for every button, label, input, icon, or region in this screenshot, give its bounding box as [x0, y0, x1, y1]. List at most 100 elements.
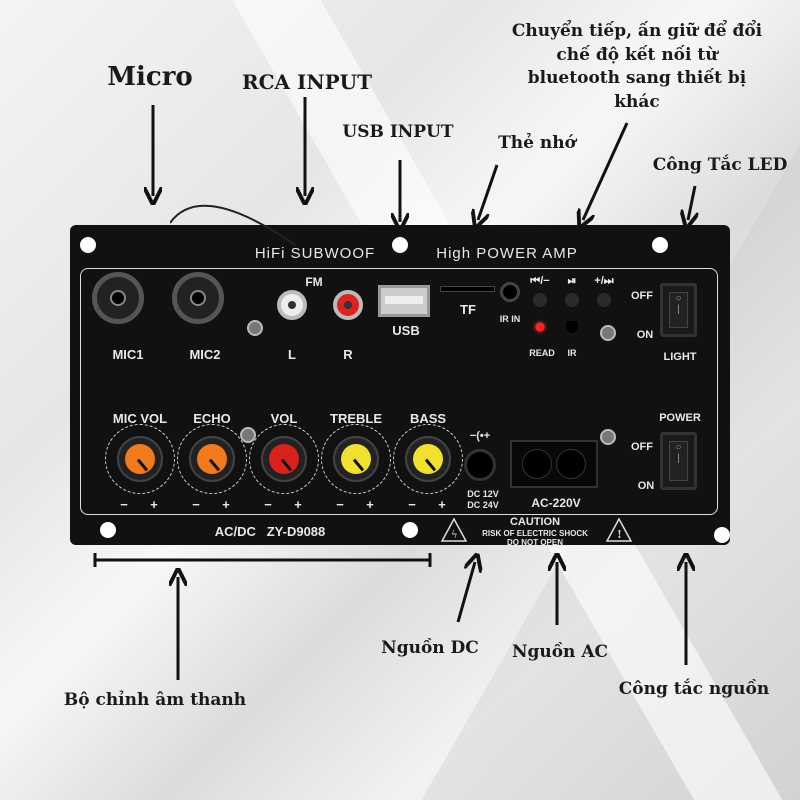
ir-receiver [566, 321, 578, 333]
rca-right-jack[interactable] [333, 290, 363, 320]
amplifier-board: HiFi SUBWOOF High POWER AMP MIC1 MIC2 FM… [70, 204, 730, 547]
screw-icon [600, 325, 616, 341]
label-rca-input: RCA INPUT [241, 70, 373, 94]
label-power-switch: Công tắc nguồn [618, 679, 770, 699]
minus-label: − [120, 497, 128, 512]
next-label: +/⏭ [594, 275, 614, 287]
label-forward: Chuyển tiếp, ấn giữ để đổi chế độ kết nố… [512, 20, 762, 114]
tf-slot[interactable] [440, 286, 495, 292]
knob-label: VOL [270, 411, 298, 426]
forward-line: khác [614, 91, 660, 112]
warning-icon: ! [605, 517, 633, 542]
plus-label: + [366, 497, 374, 512]
mic1-jack[interactable] [92, 272, 144, 324]
mount-hole [652, 237, 668, 253]
plus-label: + [222, 497, 230, 512]
mount-hole [80, 237, 96, 253]
mount-hole [714, 527, 730, 543]
label-equalizer: Bộ chỉnh âm thanh [63, 690, 247, 710]
knob-mic-vol[interactable] [117, 436, 163, 482]
dc24-label: DC 24V [467, 500, 499, 510]
mic2-jack[interactable] [172, 272, 224, 324]
inner-border [80, 268, 718, 515]
knob-label: BASS [409, 411, 447, 426]
light-on-label: ON [636, 329, 654, 341]
mic1-label: MIC1 [112, 347, 144, 362]
fm-label: FM [305, 275, 323, 289]
warning-shock-icon: ϟ [440, 517, 468, 542]
knob-label: TREBLE [330, 411, 382, 426]
forward-line: bluetooth sang thiết bị [527, 68, 747, 88]
header-right: High POWER AMP [436, 245, 578, 262]
power-label: POWER [659, 412, 701, 424]
knob-label: ECHO [193, 411, 231, 426]
knob-scale [321, 424, 391, 494]
read-led [535, 322, 545, 332]
risk-label: RISK OF ELECTRIC SHOCK [482, 529, 588, 538]
knob-scale [177, 424, 247, 494]
label-ac-power: Nguồn AC [511, 642, 609, 662]
label-memory-card: Thẻ nhớ [498, 133, 576, 153]
minus-label: − [192, 497, 200, 512]
plus-label: + [438, 497, 446, 512]
dc12-label: DC 12V [467, 489, 499, 499]
knob-echo[interactable] [189, 436, 235, 482]
model-label: AC/DC ZY-D9088 [214, 524, 326, 539]
tf-label: TF [460, 302, 476, 317]
knob-scale [249, 424, 319, 494]
header-left: HiFi SUBWOOF [254, 245, 376, 262]
r-label: R [343, 347, 353, 362]
light-label: LIGHT [663, 351, 697, 363]
knob-bass[interactable] [405, 436, 451, 482]
label-usb-input: USB INPUT [342, 122, 454, 142]
prev-label: ⏮/− [530, 275, 550, 287]
label-dc-power: Nguồn DC [381, 638, 479, 658]
ac-socket[interactable] [510, 440, 598, 488]
knob-scale [393, 424, 463, 494]
usb-port[interactable] [378, 285, 430, 317]
play-label: ⏯ [567, 275, 577, 287]
ir-in-jack[interactable] [500, 282, 520, 302]
forward-line: Chuyển tiếp, ấn giữ để đổi [511, 21, 763, 41]
antenna-wire [170, 204, 296, 246]
minus-label: − [336, 497, 344, 512]
led-switch[interactable]: ○| [660, 283, 697, 337]
plus-label: + [294, 497, 302, 512]
mount-hole [392, 237, 408, 253]
knob-treble[interactable] [333, 436, 379, 482]
ir-in-label: IR IN [499, 314, 521, 324]
l-label: L [288, 347, 296, 362]
read-label: READ [529, 348, 555, 358]
rca-left-jack[interactable] [277, 290, 307, 320]
play-pause-button[interactable] [565, 293, 579, 307]
usb-label: USB [392, 323, 420, 338]
screw-icon [240, 427, 256, 443]
label-micro: Micro [107, 62, 193, 92]
svg-text:ϟ: ϟ [451, 530, 458, 541]
next-button[interactable] [597, 293, 611, 307]
ac-label: AC-220V [531, 496, 581, 510]
dc-polarity: −(•+ [469, 430, 491, 442]
minus-label: − [264, 497, 272, 512]
plus-label: + [150, 497, 158, 512]
forward-line: chế độ kết nối từ [556, 44, 718, 65]
caution-label: CAUTION [509, 516, 561, 528]
label-led-switch: Công Tắc LED [652, 155, 788, 175]
knob-vol[interactable] [261, 436, 307, 482]
power-switch[interactable]: ○| [660, 432, 697, 490]
screw-icon [600, 429, 616, 445]
mount-hole [402, 522, 418, 538]
prev-button[interactable] [533, 293, 547, 307]
power-off-label: OFF [631, 441, 653, 453]
mic2-label: MIC2 [189, 347, 221, 362]
mount-hole [100, 522, 116, 538]
svg-text:!: ! [617, 528, 622, 541]
knob-label: MIC VOL [112, 411, 168, 426]
minus-label: − [408, 497, 416, 512]
power-on-label: ON [637, 480, 655, 492]
light-off-label: OFF [631, 290, 653, 302]
dc-jack[interactable] [464, 449, 496, 481]
knob-scale [105, 424, 175, 494]
